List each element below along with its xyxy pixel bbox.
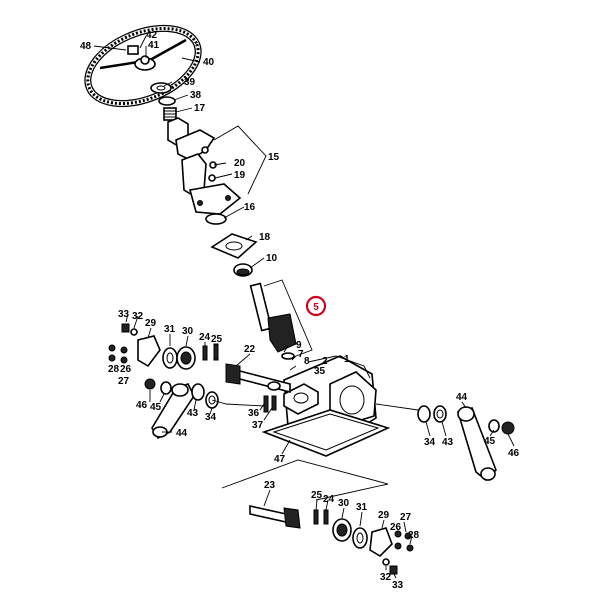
label-48: 48 [80, 41, 92, 52]
label-23: 23 [264, 480, 276, 491]
label-17: 17 [194, 103, 206, 114]
label-28-upper: 28 [108, 364, 120, 375]
lower-sector-shaft [249, 505, 414, 575]
part-labels: 48 42 41 40 39 38 17 15 20 19 16 18 10 5… [80, 30, 520, 591]
label-27-upper: 27 [118, 376, 130, 387]
label-40: 40 [203, 57, 215, 68]
label-9: 9 [296, 340, 302, 351]
label-45-left: 45 [150, 402, 162, 413]
upper-column-housing [167, 117, 242, 225]
label-29-upper: 29 [145, 318, 157, 329]
label-44-right: 44 [456, 392, 468, 403]
label-19: 19 [234, 170, 246, 181]
bottom-cover-plate [261, 409, 391, 457]
label-28-lower: 28 [408, 530, 420, 541]
label-37: 37 [252, 420, 264, 431]
label-16: 16 [244, 202, 256, 213]
label-45-right: 45 [484, 436, 496, 447]
label-20: 20 [234, 158, 246, 169]
left-upper-hardware [108, 323, 219, 370]
label-39: 39 [184, 77, 196, 88]
highlighted-callout-5[interactable]: 5 [305, 295, 327, 317]
label-31-upper: 31 [164, 324, 176, 335]
label-38: 38 [190, 90, 202, 101]
label-34-right: 34 [424, 437, 436, 448]
label-10: 10 [266, 253, 278, 264]
label-46-left: 46 [136, 400, 148, 411]
bolts-36-37 [263, 395, 277, 413]
left-pitman-arm [144, 378, 219, 440]
label-47: 47 [274, 454, 286, 465]
leader-lines [93, 35, 515, 579]
label-24-lower: 24 [323, 494, 335, 505]
label-30-upper: 30 [182, 326, 194, 337]
label-41: 41 [148, 40, 160, 51]
label-30-lower: 30 [338, 498, 350, 509]
label-1: 1 [344, 354, 350, 365]
label-26-lower: 26 [390, 522, 402, 533]
label-32-upper: 32 [132, 311, 144, 322]
label-25-lower: 25 [311, 490, 323, 501]
label-26-upper: 26 [120, 364, 132, 375]
label-24-upper: 24 [199, 332, 211, 343]
steering-wheel [84, 24, 202, 108]
label-18: 18 [259, 232, 271, 243]
label-43-left: 43 [187, 408, 199, 419]
label-7: 7 [298, 349, 304, 360]
worm-shaft [249, 282, 297, 360]
sector-shaft [225, 363, 291, 394]
label-33-upper: 33 [118, 309, 130, 320]
label-43-right: 43 [442, 437, 454, 448]
label-2: 2 [322, 356, 328, 367]
label-25-upper: 25 [211, 334, 223, 345]
label-8: 8 [304, 356, 310, 367]
label-34-left: 34 [205, 412, 217, 423]
label-27-lower: 27 [400, 512, 412, 523]
label-35: 35 [314, 366, 326, 377]
label-44-left: 44 [176, 428, 188, 439]
label-22: 22 [244, 344, 256, 355]
label-46-right: 46 [508, 448, 520, 459]
label-32-lower: 32 [380, 572, 392, 583]
label-29-lower: 29 [378, 510, 390, 521]
label-5: 5 [313, 302, 319, 313]
label-15: 15 [268, 152, 280, 163]
label-33-lower: 33 [392, 580, 404, 591]
label-31-lower: 31 [356, 502, 368, 513]
gasket-and-bearing [210, 233, 258, 277]
label-42: 42 [146, 30, 158, 41]
label-36: 36 [248, 408, 260, 419]
